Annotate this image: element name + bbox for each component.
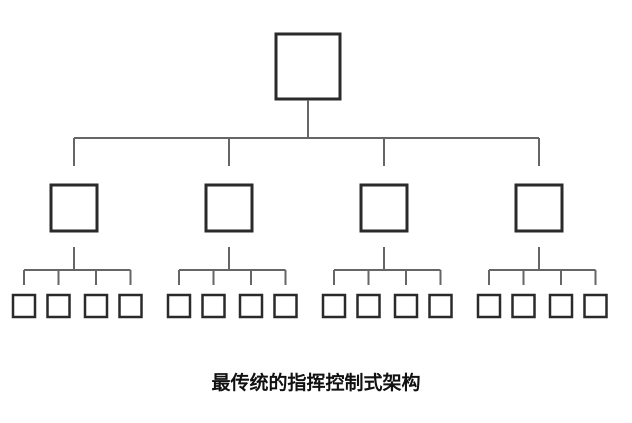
leaf-node-box xyxy=(321,293,347,319)
leaf-node-box xyxy=(511,293,536,319)
mid-node-box xyxy=(514,183,564,233)
leaf-node-box xyxy=(393,293,419,319)
leaf-node-box xyxy=(118,293,143,319)
leaf-node-box xyxy=(46,293,71,319)
leaf-node-box xyxy=(548,293,574,319)
leaf-node-box xyxy=(83,293,109,319)
diagram-caption: 最传统的指挥控制式架构 xyxy=(211,372,421,394)
top-node-box xyxy=(274,32,342,101)
leaf-node-box xyxy=(273,293,298,319)
leaf-node-box xyxy=(356,293,381,319)
mid-node-box xyxy=(49,183,99,233)
org-hierarchy-diagram xyxy=(11,32,608,319)
leaf-node-box xyxy=(201,293,226,319)
leaf-node-box xyxy=(428,293,453,319)
leaf-node-box xyxy=(11,293,37,319)
mid-node-box xyxy=(359,183,409,233)
leaf-node-box xyxy=(476,293,502,319)
leaf-node-box xyxy=(238,293,264,319)
leaf-node-box xyxy=(583,293,608,319)
mid-node-box xyxy=(204,183,254,233)
leaf-node-box xyxy=(166,293,192,319)
